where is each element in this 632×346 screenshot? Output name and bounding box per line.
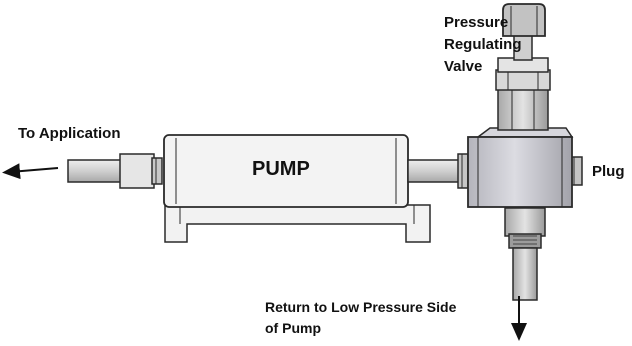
- return-label-line-2: of Pump: [265, 320, 321, 336]
- pump-to-valve-pipe: [407, 153, 469, 189]
- return-label: Return to Low Pressure Side of Pump: [265, 297, 456, 339]
- valve-adjustment-knob: [502, 3, 546, 61]
- valve-label-line-2: Regulating: [444, 36, 522, 53]
- valve-body: [467, 127, 574, 208]
- pump-label: PUMP: [252, 158, 310, 180]
- plug-label: Plug: [592, 163, 625, 180]
- return-label-line-1: Return to Low Pressure Side: [265, 299, 457, 315]
- to-application-arrow: [2, 163, 59, 180]
- outlet-fitting: [119, 153, 163, 189]
- to-application-label: To Application: [18, 125, 121, 142]
- valve-bonnet: [495, 57, 551, 131]
- valve-label-line-3: Valve: [444, 58, 483, 75]
- return-pipe: [504, 207, 546, 301]
- valve-label-line-1: Pressure: [444, 14, 509, 31]
- outlet-pipe: [67, 159, 125, 183]
- pump-base: [164, 204, 431, 243]
- pressure-regulating-valve-label: Pressure Regulating Valve: [444, 12, 522, 78]
